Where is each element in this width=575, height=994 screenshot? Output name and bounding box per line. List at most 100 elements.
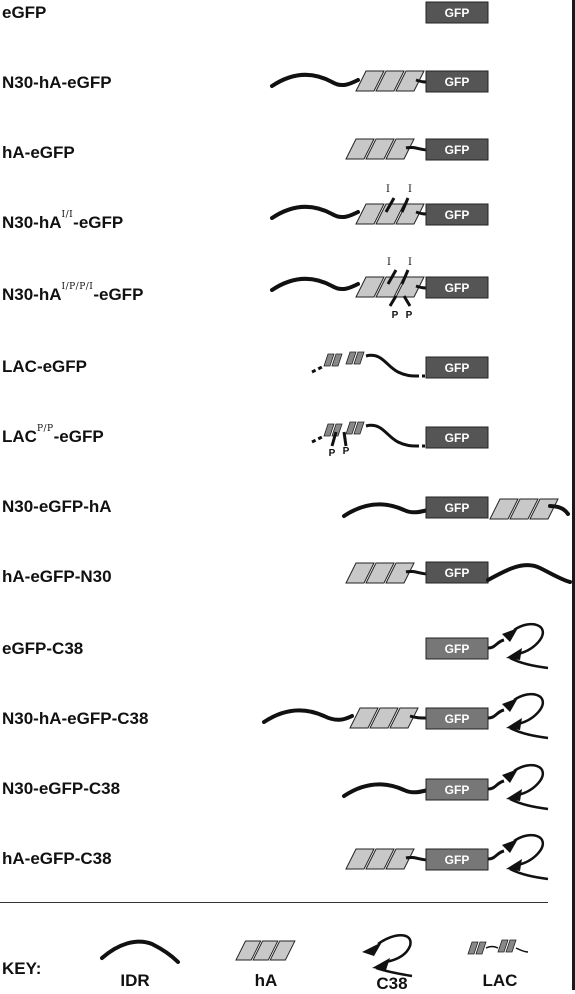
row-egfp: GFP <box>425 1 489 24</box>
gfp-label: GFP <box>445 6 470 20</box>
gfp-box <box>425 496 489 519</box>
lac-dashed-start <box>311 434 325 444</box>
idr-wave <box>270 276 360 292</box>
idr-wave-icon <box>100 939 180 964</box>
mutation-mark <box>386 269 398 285</box>
key-label-lac: LAC <box>482 971 518 990</box>
gfp-box <box>425 276 489 299</box>
gfp-box <box>425 426 489 449</box>
row-n30-egfp-c38: GFP <box>342 763 550 811</box>
gfp-label: GFP <box>445 431 470 445</box>
gfp-label: GFP <box>445 566 470 580</box>
linker <box>405 855 429 862</box>
c38-hairpin <box>486 763 550 811</box>
key-divider <box>0 902 548 903</box>
idr-wave <box>270 72 360 88</box>
ha-helix <box>349 707 419 729</box>
mutation-mark <box>400 197 410 213</box>
gfp-label: GFP <box>445 853 470 867</box>
gfp-label: GFP <box>445 783 470 797</box>
construct-label-ha-egfp: hA-eGFP <box>2 143 75 162</box>
gfp-label: GFP <box>445 208 470 222</box>
construct-label-lac-pp-egfp: LACP/P-eGFP <box>2 424 104 446</box>
key-label-c38: C38 <box>376 974 408 993</box>
idr-wave <box>262 708 354 724</box>
gfp-box <box>425 138 489 161</box>
construct-label-n30-egfp-c38: N30-eGFP-C38 <box>2 779 121 798</box>
ha-helix <box>345 138 415 160</box>
construct-label-n30-ha-egfp-c38: N30-hA-eGFP-C38 <box>2 709 149 728</box>
idr-wave <box>270 204 360 220</box>
mutation-i-label: I <box>386 184 390 195</box>
row-n30-ha-ii-egfp: I I GFP <box>270 184 489 226</box>
key-label-ha: hA <box>254 971 278 990</box>
mutation-i-label: I <box>408 257 412 268</box>
mutation-mark <box>384 197 396 213</box>
mutation-mark <box>330 431 338 447</box>
construct-label-egfp-c38: eGFP-C38 <box>2 639 84 658</box>
ha-helix <box>345 848 415 870</box>
gfp-label: GFP <box>445 361 470 375</box>
beta-hairpin-arrow-icon <box>362 934 413 978</box>
mutation-mark <box>388 295 398 307</box>
construct-label-ha-egfp-c38: hA-eGFP-C38 <box>2 849 112 868</box>
c38-hairpin <box>486 692 550 740</box>
gfp-label: GFP <box>445 143 470 157</box>
ha-helix <box>345 562 415 584</box>
gfp-label: GFP <box>445 281 470 295</box>
mutation-i-label: I <box>408 184 412 195</box>
idr-wave <box>486 563 572 584</box>
mutation-mark <box>342 431 348 447</box>
key-icons <box>100 934 529 978</box>
page-right-border <box>572 0 575 990</box>
row-n30-ha-ippi-egfp: I I P P GFP <box>270 257 489 321</box>
c38-hairpin <box>486 833 550 881</box>
linker <box>409 714 429 720</box>
c38-hairpin <box>486 622 550 670</box>
mutation-p-label: P <box>392 310 399 321</box>
mutation-p-label: P <box>343 446 350 457</box>
construct-label-ha-egfp-n30: hA-eGFP-N30 <box>2 567 112 586</box>
key-label-idr: IDR <box>120 971 150 990</box>
gfp-label: GFP <box>445 501 470 515</box>
gfp-label: GFP <box>445 712 470 726</box>
lac-helix-icon <box>467 939 529 955</box>
row-ha-egfp: GFP <box>345 138 489 161</box>
row-n30-egfp-ha: GFP <box>342 496 570 520</box>
row-n30-ha-egfp-c38: GFP <box>262 692 550 740</box>
ha-helix <box>489 498 559 520</box>
row-lac-pp-egfp: P P GFP <box>311 421 489 459</box>
lac-linker <box>365 423 417 448</box>
row-ha-egfp-n30: GFP <box>345 561 572 584</box>
mutation-p-label: P <box>329 448 336 459</box>
mutation-i-label: I <box>387 257 391 268</box>
mutation-mark <box>400 269 410 285</box>
construct-label-lac-egfp: LAC-eGFP <box>2 357 87 376</box>
ha-helix <box>355 70 425 92</box>
mutation-p-label: P <box>406 310 413 321</box>
lac-dashed-start <box>311 364 325 374</box>
helix-parallelogram-icon <box>235 940 296 961</box>
row-lac-egfp: GFP <box>311 351 489 379</box>
lac-helix <box>323 351 365 367</box>
idr-wave <box>342 502 430 518</box>
gfp-box <box>425 1 489 24</box>
gfp-label: GFP <box>445 642 470 656</box>
construct-label-n30-ha-egfp: N30-hA-eGFP <box>2 73 112 92</box>
linker <box>405 569 429 576</box>
row-egfp-c38: GFP <box>425 622 550 670</box>
construct-label-n30-egfp-ha: N30-eGFP-hA <box>2 497 112 516</box>
construct-label-egfp: eGFP <box>2 3 47 22</box>
lac-linker <box>365 353 417 378</box>
gfp-box <box>425 561 489 584</box>
linker <box>548 504 570 516</box>
linker <box>405 145 429 152</box>
gfp-box <box>425 356 489 379</box>
key-title: KEY: <box>2 959 42 978</box>
gfp-box <box>425 70 489 93</box>
construct-label-n30-ha-ippi-egfp: N30-hAI/P/P/I-eGFP <box>2 282 144 304</box>
idr-wave <box>342 782 430 798</box>
row-ha-egfp-c38: GFP <box>345 833 550 881</box>
gfp-box <box>425 203 489 226</box>
